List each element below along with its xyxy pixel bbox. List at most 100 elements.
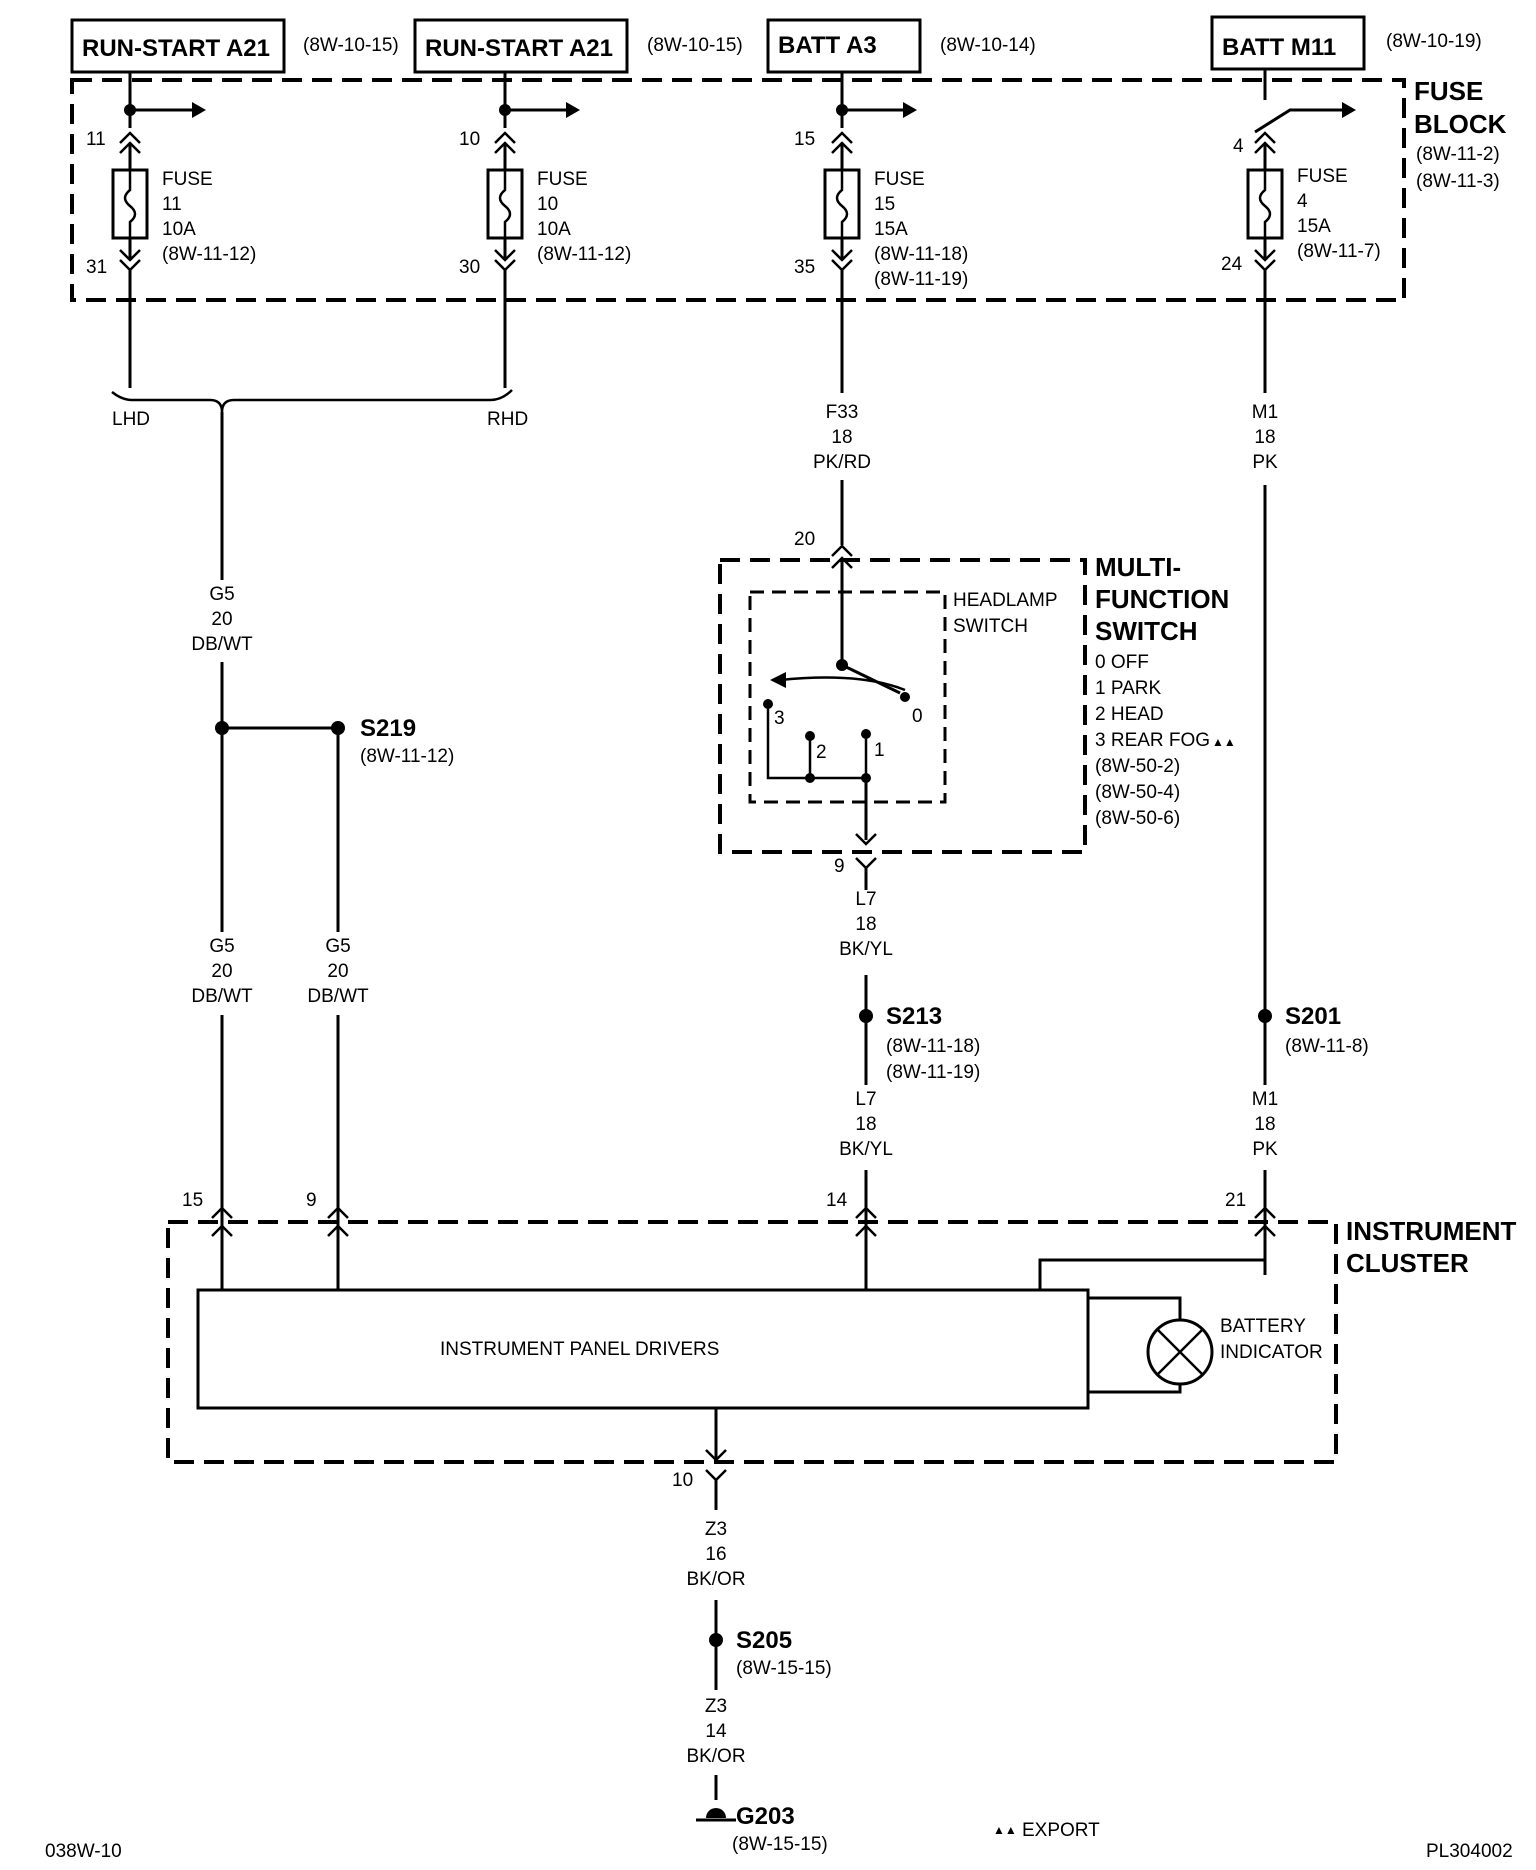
fuse-block-ref-2: (8W-11-3) <box>1416 171 1500 192</box>
fuse-label: FUSE <box>162 169 213 190</box>
contact-wire <box>766 704 868 780</box>
indicator-label-1: BATTERY <box>1220 1316 1306 1337</box>
fuse-rating: 10A <box>537 219 571 240</box>
wire-circuit: M1 <box>1252 1089 1278 1110</box>
position-mark: 1 <box>874 740 885 761</box>
wire-color: BK/OR <box>686 1569 745 1590</box>
cluster-pin: 14 <box>826 1190 848 1211</box>
position-mark: 2 <box>816 742 827 763</box>
splice-id: S201 <box>1285 1003 1341 1030</box>
splice-s201: S201 (8W-11-8) <box>1285 1003 1369 1057</box>
ground-ref: (8W-15-15) <box>732 1834 828 1855</box>
wire-circuit: F33 <box>826 402 859 423</box>
arrow-head <box>566 102 580 118</box>
wire-circuit: G5 <box>325 936 350 957</box>
fuse-ref: (8W-11-19) <box>874 269 968 290</box>
headlamp-switch-outline <box>748 590 947 804</box>
splice-dot <box>859 1009 873 1023</box>
fuse-out-pin: 31 <box>86 257 107 278</box>
wire-gauge: 14 <box>705 1721 727 1742</box>
switch-blade-icon <box>841 663 901 695</box>
wire-g5: G5 20 DB/WT <box>191 412 345 932</box>
wire-gauge: 18 <box>831 427 852 448</box>
arrow-head <box>770 672 786 688</box>
fuse-in-pin: 10 <box>459 129 480 150</box>
position-mark: 0 <box>912 706 923 727</box>
cluster-pin: 10 <box>672 1470 693 1491</box>
fuse-ref: (8W-11-12) <box>537 244 631 265</box>
indicator-label-2: INDICATOR <box>1220 1342 1323 1363</box>
wire-color: PK <box>1252 1139 1278 1160</box>
arrow-head <box>1342 102 1356 118</box>
position-mark: 3 <box>774 708 785 729</box>
splice-ref: (8W-11-18) <box>886 1036 980 1057</box>
fuse-out-pin: 35 <box>794 257 815 278</box>
wire-color: DB/WT <box>307 986 369 1007</box>
fuse-15: 15 35 FUSE 15 15A (8W-11-18) (8W-11-19) <box>794 72 968 290</box>
wire-circuit: Z3 <box>705 1696 727 1717</box>
fuse-element-icon <box>123 170 137 238</box>
wire-color: DB/WT <box>191 986 253 1007</box>
cluster-outline <box>166 1220 1338 1464</box>
cluster-title-2: CLUSTER <box>1346 1248 1469 1278</box>
fuse-rating: 15A <box>1297 216 1331 237</box>
splice-id: S219 <box>360 715 416 742</box>
switch-in-pin: 20 <box>794 529 815 550</box>
splice-dot <box>1258 1009 1272 1023</box>
fuse-number: 4 <box>1297 191 1308 212</box>
export-mark: ▲▲ <box>1212 735 1236 749</box>
footer-right-code: PL304002 <box>1426 1841 1513 1862</box>
wire <box>1088 1296 1182 1325</box>
fuse-out-pin: 30 <box>459 257 480 278</box>
wire-color: BK/YL <box>839 1139 893 1160</box>
wire-f33: F33 18 PK/RD <box>813 270 871 545</box>
fuse-number: 11 <box>162 194 182 215</box>
fuse-ref: (8W-11-12) <box>162 244 256 265</box>
wire-gauge: 16 <box>705 1544 726 1565</box>
source-batt-a3: BATT A3 (8W-10-14) <box>766 18 1036 74</box>
wire-gauge: 20 <box>211 609 232 630</box>
fuse-label: FUSE <box>537 169 588 190</box>
fuse-10: 10 30 FUSE 10 10A (8W-11-12) <box>459 72 631 278</box>
wire-circuit: L7 <box>855 889 876 910</box>
contact-dot <box>900 692 910 702</box>
source-label: BATT A3 <box>778 32 877 59</box>
wire-gauge: 20 <box>327 961 348 982</box>
switched-feed-icon <box>1254 108 1342 134</box>
headlamp-switch-label-2: SWITCH <box>953 616 1028 637</box>
connector-down-icon <box>854 856 878 870</box>
splice-id: S213 <box>886 1003 942 1030</box>
option-brace <box>111 389 513 413</box>
fuse-block-outline <box>70 78 1406 302</box>
splice-ref: (8W-11-12) <box>360 746 454 767</box>
wire-circuit: G5 <box>209 936 234 957</box>
wire-circuit: M1 <box>1252 402 1278 423</box>
cluster-pin: 9 <box>306 1190 317 1211</box>
ground-id: G203 <box>736 1803 795 1830</box>
splice-ref: (8W-11-8) <box>1285 1036 1369 1057</box>
rotation-arc <box>779 676 906 692</box>
fuse-block-title-2: BLOCK <box>1414 109 1507 139</box>
wire <box>1038 1228 1267 1290</box>
source-ref: (8W-10-14) <box>940 35 1036 56</box>
wire-color: PK <box>1252 452 1278 473</box>
footer-left-code: 038W-10 <box>45 1841 122 1862</box>
fuse-number: 10 <box>537 194 558 215</box>
switch-position: 0 OFF <box>1095 652 1149 673</box>
contact-dot <box>805 773 815 783</box>
switch-position: 2 HEAD <box>1095 704 1164 725</box>
instrument-cluster: INSTRUMENT CLUSTER 15 9 14 21 INSTRUMENT… <box>166 1190 1517 1491</box>
source-ref: (8W-10-19) <box>1386 31 1482 52</box>
cluster-pin: 15 <box>182 1190 203 1211</box>
rhd-label: RHD <box>487 409 528 430</box>
ground-g203: G203 (8W-15-15) <box>696 1803 828 1855</box>
wire-color: DB/WT <box>191 634 253 655</box>
export-legend: EXPORT <box>1022 1820 1100 1841</box>
wire-g5-right-label: G5 20 DB/WT <box>307 936 369 1275</box>
connector-up-icon <box>830 544 854 558</box>
source-box <box>766 18 922 74</box>
fuse-in-pin: 15 <box>794 129 815 150</box>
source-ref: (8W-10-15) <box>303 35 399 56</box>
switch-title-1: MULTI- <box>1095 552 1181 582</box>
fuse-block-title-1: FUSE <box>1414 76 1483 106</box>
